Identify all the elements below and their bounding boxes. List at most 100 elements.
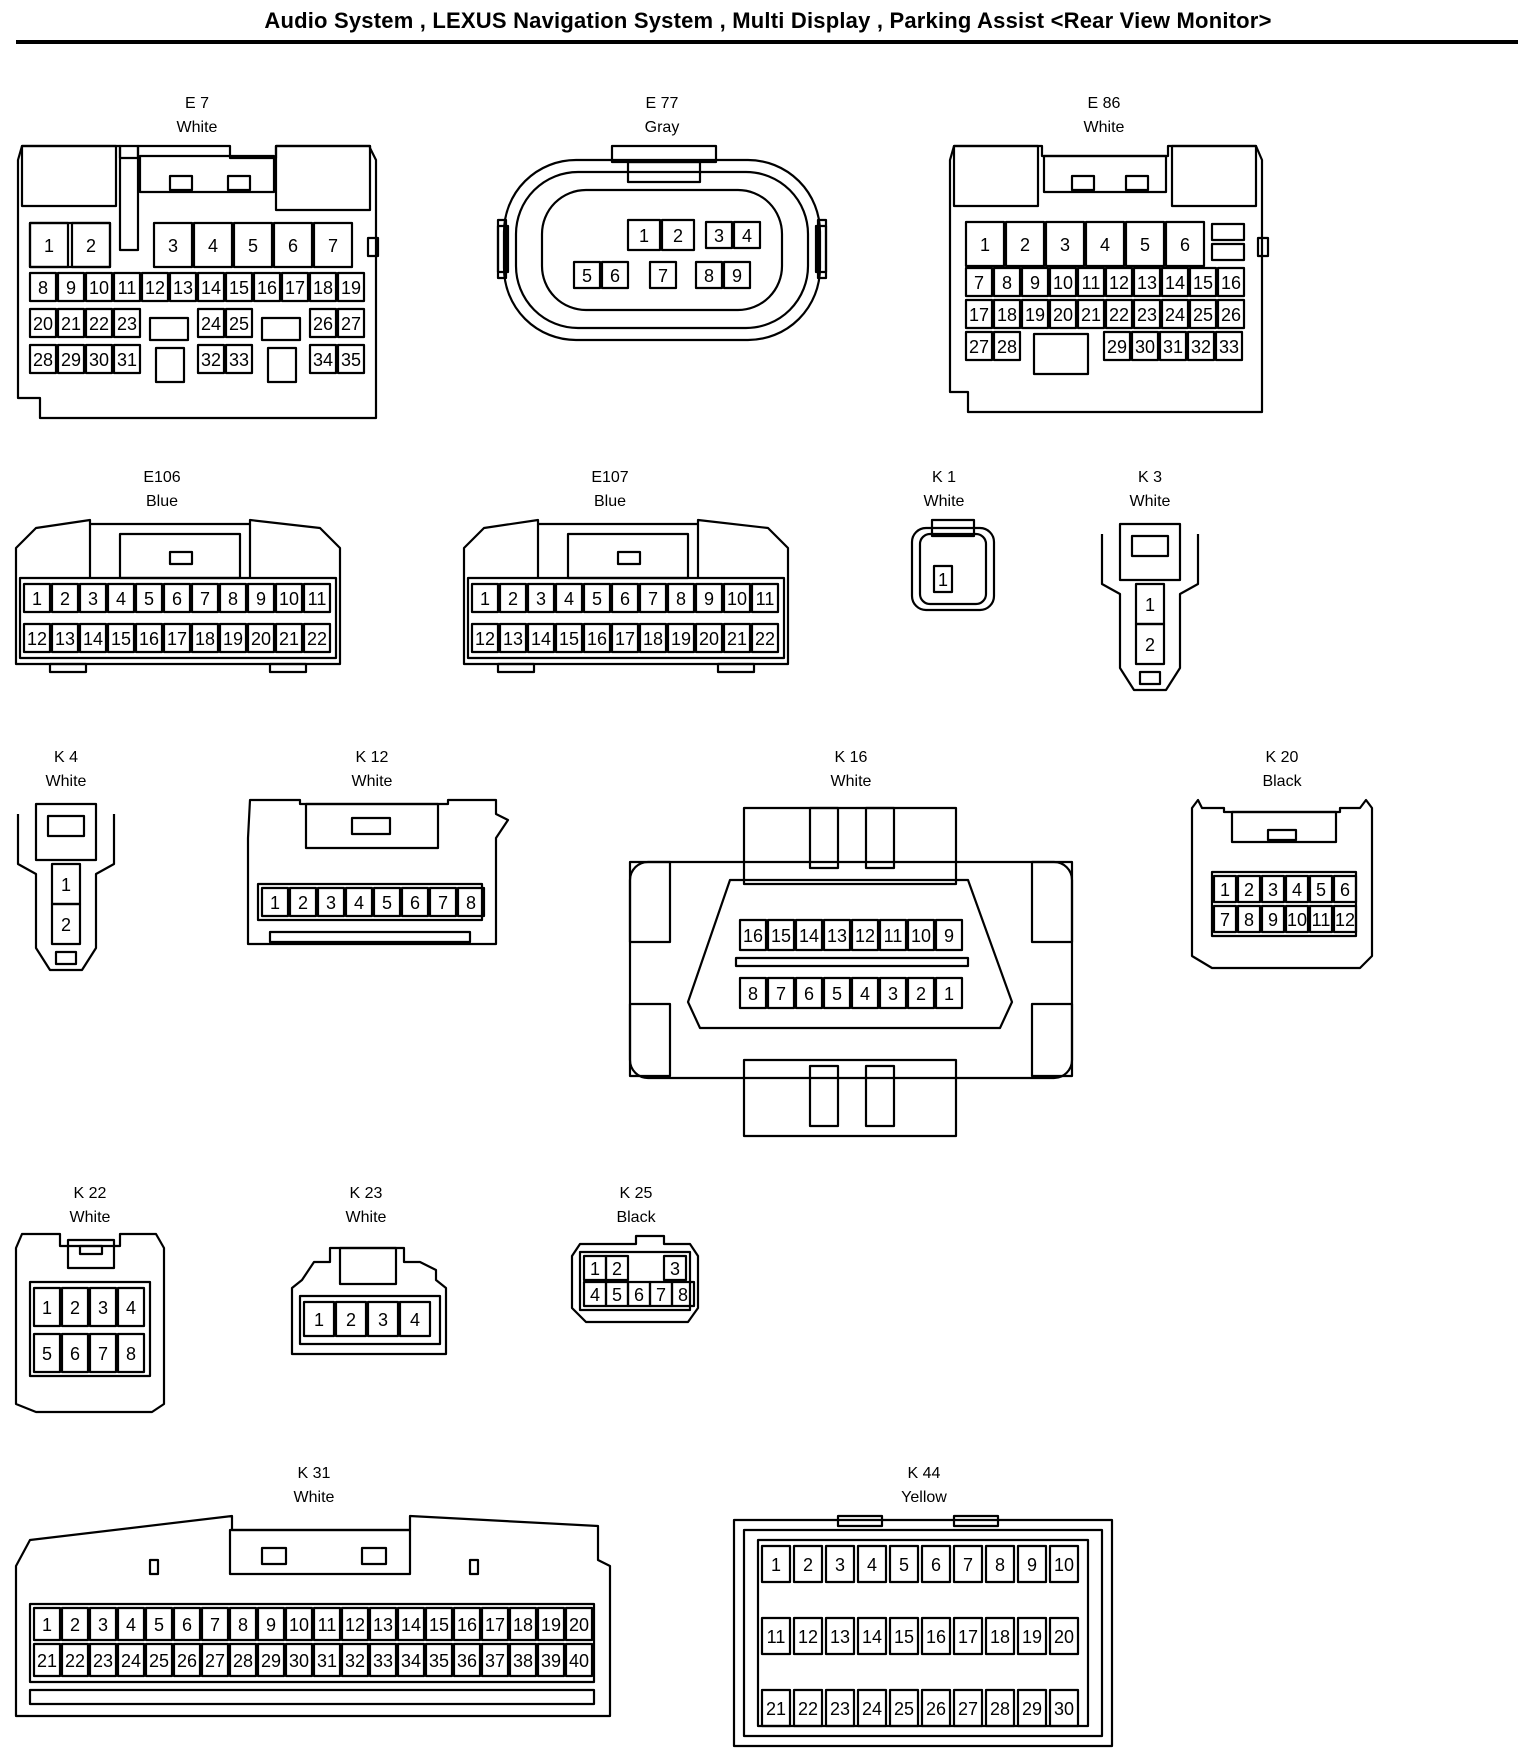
pin-number: 8 — [704, 266, 714, 286]
pin-number: 5 — [248, 236, 258, 256]
pin-cavity — [50, 902, 82, 946]
pin-cavity — [172, 1606, 202, 1642]
connector-id: K 44 — [908, 1465, 941, 1482]
pin-cavity — [508, 1606, 538, 1642]
connector-id: K 3 — [1138, 469, 1162, 486]
housing-part — [360, 1546, 388, 1566]
pin-number: 2 — [1244, 880, 1254, 900]
pin-cavity — [856, 1616, 888, 1656]
pin-cavity — [498, 622, 528, 654]
pin-number: 21 — [727, 629, 747, 649]
pin-number: 31 — [1163, 337, 1183, 357]
pin-cavity — [1016, 1616, 1048, 1656]
pin-number: 6 — [182, 1615, 192, 1635]
pin-cavity — [84, 343, 114, 375]
pin-cavity — [60, 1642, 90, 1678]
pin-cavity — [200, 1606, 230, 1642]
pin-cavity — [648, 260, 678, 290]
connector-color: White — [1130, 493, 1171, 510]
housing-part — [1124, 174, 1150, 192]
pin-number: 28 — [990, 1699, 1010, 1719]
pin-number: 38 — [513, 1651, 533, 1671]
housing-part — [366, 236, 380, 258]
pin-cavity — [28, 271, 58, 303]
pin-number: 1 — [314, 1310, 324, 1330]
pin-number: 11 — [1312, 910, 1331, 930]
pin-number: 13 — [503, 629, 523, 649]
housing-part — [226, 174, 252, 192]
pin-number: 4 — [126, 1298, 136, 1318]
connector-id: K 4 — [54, 749, 78, 766]
pin-number: 1 — [480, 589, 490, 609]
pin-cavity — [582, 582, 612, 614]
pin-cavity — [536, 1642, 566, 1678]
pin-number: 24 — [1165, 305, 1185, 325]
pin-cavity — [246, 582, 276, 614]
pin-cavity — [564, 1642, 594, 1678]
pin-number: 10 — [911, 926, 931, 946]
pin-cavity — [56, 271, 86, 303]
pin-cavity — [260, 886, 290, 918]
pin-cavity — [794, 976, 824, 1010]
pin-cavity — [50, 622, 80, 654]
pin-number: 28 — [997, 337, 1017, 357]
pin-number: 12 — [798, 1627, 818, 1647]
pin-cavity — [666, 582, 696, 614]
pin-cavity — [50, 582, 80, 614]
pin-number: 24 — [862, 1699, 882, 1719]
pin-cavity — [610, 582, 640, 614]
pin-cavity — [84, 307, 114, 339]
pin-cavity — [106, 622, 136, 654]
pin-number: 16 — [587, 629, 607, 649]
pin-cavity — [850, 976, 880, 1010]
pin-cavity — [312, 1642, 342, 1678]
pin-number: 6 — [931, 1555, 941, 1575]
pin-cavity — [824, 1616, 856, 1656]
pin-cavity — [766, 976, 796, 1010]
pin-cavity — [1236, 874, 1262, 904]
pin-number: 9 — [944, 926, 954, 946]
pin-cavity — [1104, 266, 1134, 298]
pin-number: 7 — [656, 1285, 666, 1305]
pin-cavity — [1236, 904, 1262, 934]
pin-number: 25 — [229, 314, 249, 334]
pin-cavity — [582, 622, 612, 654]
pin-cavity — [88, 1642, 118, 1678]
pin-cavity — [368, 1642, 398, 1678]
pin-cavity — [60, 1286, 90, 1328]
housing-part — [1138, 670, 1162, 686]
pin-cavity — [508, 1642, 538, 1678]
pin-cavity — [424, 1642, 454, 1678]
pin-number: 7 — [776, 984, 786, 1004]
pin-number: 28 — [233, 1651, 253, 1671]
pin-number: 6 — [410, 893, 420, 913]
pin-cavity — [312, 221, 354, 269]
housing-part — [46, 814, 86, 838]
pin-cavity — [284, 1606, 314, 1642]
pin-cavity — [1160, 298, 1190, 330]
pin-cavity — [554, 622, 584, 654]
pin-number: 26 — [1221, 305, 1241, 325]
housing-part — [260, 316, 302, 342]
pin-number: 9 — [1268, 910, 1278, 930]
pin-cavity — [1212, 904, 1238, 934]
pin-number: 31 — [317, 1651, 337, 1671]
pin-cavity — [224, 307, 254, 339]
pin-number: 20 — [1054, 1627, 1074, 1647]
housing-part — [864, 1064, 896, 1128]
pin-cavity — [850, 918, 880, 952]
pin-number: 20 — [1053, 305, 1073, 325]
pin-number: 2 — [86, 236, 96, 256]
pin-cavity — [984, 1544, 1016, 1584]
pin-cavity — [308, 307, 338, 339]
pin-cavity — [794, 918, 824, 952]
housing-outline — [462, 518, 790, 666]
pin-number: 12 — [855, 926, 875, 946]
pin-cavity — [934, 918, 964, 952]
pin-cavity — [372, 886, 402, 918]
pin-cavity — [738, 976, 768, 1010]
pin-number: 4 — [867, 1555, 877, 1575]
